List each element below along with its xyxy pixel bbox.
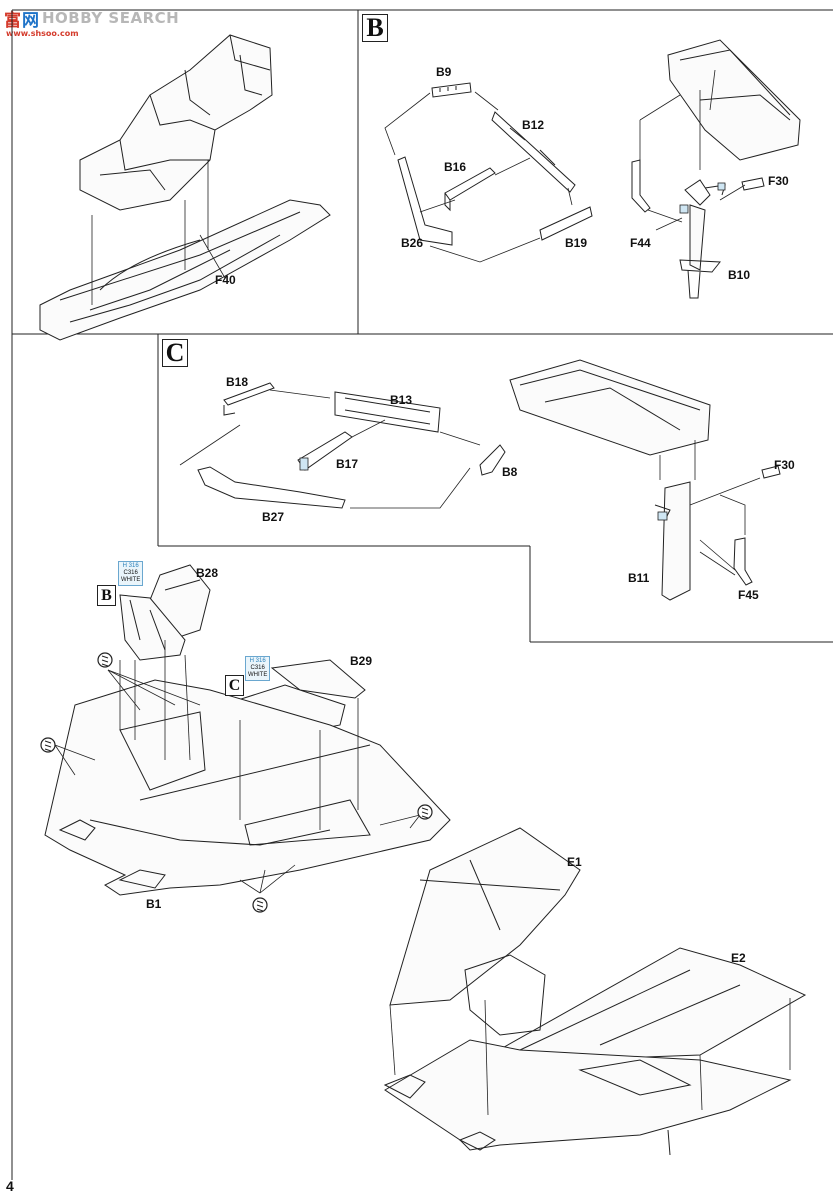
page-number: 4 — [6, 1178, 14, 1194]
part-label-f44: F44 — [630, 236, 651, 250]
b29-part-drawing — [270, 659, 366, 699]
part-label-f30-c: F30 — [774, 458, 795, 472]
part-label-b17: B17 — [336, 457, 359, 471]
part-label-b10: B10 — [728, 268, 751, 282]
section-c-label: C — [162, 339, 188, 367]
site-watermark: 富网 HOBBY SEARCH — [4, 4, 179, 32]
b8-part-drawing — [479, 444, 506, 476]
cockpit-tub-drawing — [79, 34, 273, 211]
part-label-b28: B28 — [196, 566, 219, 580]
section-c-ref: C — [225, 675, 244, 696]
b26-part-drawing — [397, 156, 453, 246]
watermark-url: www.shsoo.com — [6, 29, 79, 38]
part-label-b29: B29 — [350, 654, 373, 668]
b19-part-drawing — [539, 206, 593, 241]
paint-callout: H 316 C316 WHITE — [245, 656, 271, 681]
part-label-f40: F40 — [215, 273, 236, 287]
b27-part-drawing — [197, 466, 346, 509]
part-label-b27: B27 — [262, 510, 285, 524]
b13-part-drawing — [334, 391, 441, 433]
part-label-b11: B11 — [628, 571, 650, 585]
part-label-b8: B8 — [502, 465, 518, 479]
f30b-part-drawing — [761, 465, 781, 479]
b11-seat-frame-drawing — [509, 359, 711, 601]
part-label-b12: B12 — [522, 118, 545, 132]
glue-icon — [40, 652, 433, 913]
b16-part-drawing — [444, 167, 496, 212]
section-b-ref: B — [97, 585, 116, 606]
b-assembly-drawing — [119, 594, 186, 661]
f44-part-drawing — [631, 159, 651, 213]
section-b-label: B — [362, 14, 388, 42]
f45-part-drawing — [733, 537, 753, 586]
part-label-b19: B19 — [565, 236, 588, 250]
b1-floor-drawing — [44, 679, 451, 896]
part-label-b16: B16 — [444, 160, 467, 174]
b18-part-drawing — [223, 382, 275, 416]
part-label-f45: F45 — [738, 588, 759, 602]
part-label-b9: B9 — [436, 65, 452, 79]
watermark-brand: HOBBY SEARCH — [42, 9, 180, 27]
e1-wing-drawing — [389, 827, 581, 1006]
b10-seat-frame-drawing — [667, 39, 801, 299]
b12-part-drawing — [491, 111, 576, 193]
part-label-b26: B26 — [401, 236, 424, 250]
part-label-b18: B18 — [226, 375, 249, 389]
part-label-e2: E2 — [731, 951, 746, 965]
lower-fuselage-drawing — [383, 954, 792, 1156]
b9-part-drawing — [431, 82, 472, 98]
paint-callout: H 316 C316 WHITE — [118, 561, 144, 586]
part-label-b13: B13 — [390, 393, 413, 407]
part-label-b1: B1 — [146, 897, 162, 911]
part-label-f30: F30 — [768, 174, 789, 188]
part-label-e1: E1 — [567, 855, 582, 869]
e2-wing-drawing — [488, 947, 807, 1061]
f30-part-drawing — [741, 177, 765, 191]
